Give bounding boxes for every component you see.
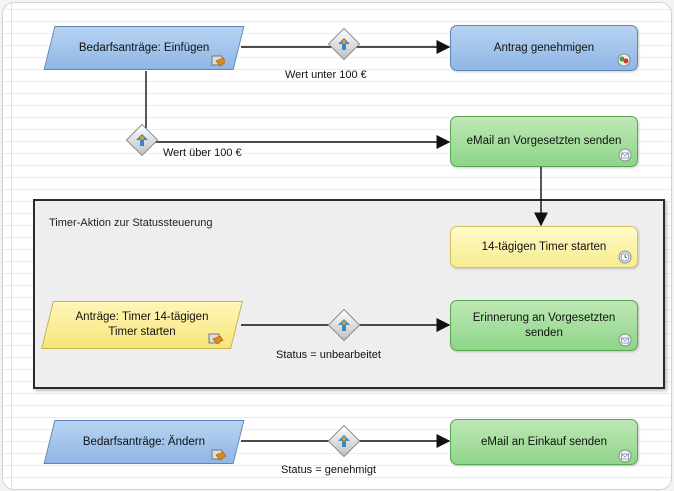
email-icon: [618, 449, 632, 463]
action-timer-starten[interactable]: 14-tägigen Timer starten: [450, 226, 638, 268]
connector-lines: [125, 27, 548, 458]
action-label: Antrag genehmigen: [493, 41, 595, 54]
email-icon: [618, 148, 632, 162]
email-icon: [618, 333, 632, 347]
event-label: Bedarfsanträge: Einfügen: [78, 41, 210, 54]
action-antrag-genehmigen[interactable]: Antrag genehmigen: [450, 25, 638, 71]
action-email-vorgesetzten[interactable]: eMail an Vorgesetzten senden: [450, 116, 638, 167]
action-erinnerung[interactable]: Erinnerung an Vorgesetzten senden: [450, 300, 638, 351]
event-label: Bedarfsanträge: Ändern: [82, 435, 206, 448]
hand-pointer-icon: [211, 55, 225, 67]
condition-label-genehmigt: Status = genehmigt: [281, 464, 377, 476]
condition-diamond-genehmigt: [327, 424, 361, 458]
hand-pointer-icon: [208, 333, 224, 345]
action-label: 14-tägigen Timer starten: [481, 240, 607, 253]
condition-diamond-ueber-100: [125, 123, 159, 157]
action-label: Erinnerung an Vorgesetzten senden: [472, 311, 616, 339]
approve-icon: [617, 53, 631, 67]
clock-icon: [618, 250, 632, 264]
event-label: Anträge: Timer 14-tägigen Timer starten: [75, 311, 209, 338]
condition-label-ueber-100: Wert über 100 €: [163, 147, 242, 159]
group-title: Timer-Aktion zur Statussteuerung: [49, 217, 213, 229]
action-email-einkauf[interactable]: eMail an Einkauf senden: [450, 419, 638, 465]
condition-diamond-unbearbeitet: [327, 308, 361, 342]
hand-pointer-icon: [211, 449, 227, 461]
condition-diamond-unter-100: [327, 27, 361, 61]
condition-label-unter-100: Wert unter 100 €: [285, 69, 367, 81]
action-label: eMail an Einkauf senden: [481, 435, 607, 448]
condition-label-unbearbeitet: Status = unbearbeitet: [276, 349, 381, 361]
action-label: eMail an Vorgesetzten senden: [466, 135, 622, 147]
